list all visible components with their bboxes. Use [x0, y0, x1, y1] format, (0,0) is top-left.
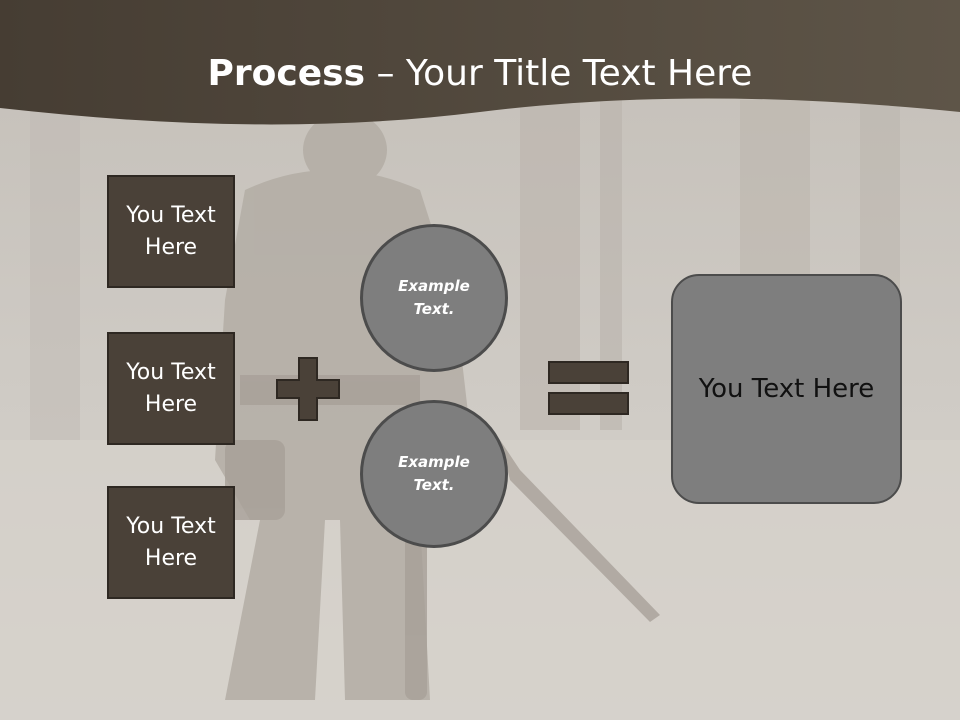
- circle-label: Example Text.: [398, 453, 470, 494]
- input-box-label: You Text Here: [126, 513, 216, 571]
- result-label: You Text Here: [698, 374, 875, 404]
- title-rest: – Your Title Text Here: [365, 53, 753, 94]
- plus-icon: [276, 357, 340, 421]
- input-box-label: You Text Here: [126, 359, 216, 417]
- input-box-label: You Text Here: [126, 202, 216, 260]
- example-circle-1[interactable]: Example Text.: [360, 224, 508, 372]
- input-box-3[interactable]: You Text Here: [107, 486, 235, 599]
- input-box-2[interactable]: You Text Here: [107, 332, 235, 445]
- result-box[interactable]: You Text Here: [671, 274, 902, 504]
- circle-label: Example Text.: [398, 277, 470, 318]
- equals-icon: [548, 361, 629, 415]
- page-title: Process – Your Title Text Here: [0, 50, 960, 98]
- title-bold: Process: [207, 53, 366, 94]
- header-band: [0, 0, 960, 125]
- input-box-1[interactable]: You Text Here: [107, 175, 235, 288]
- example-circle-2[interactable]: Example Text.: [360, 400, 508, 548]
